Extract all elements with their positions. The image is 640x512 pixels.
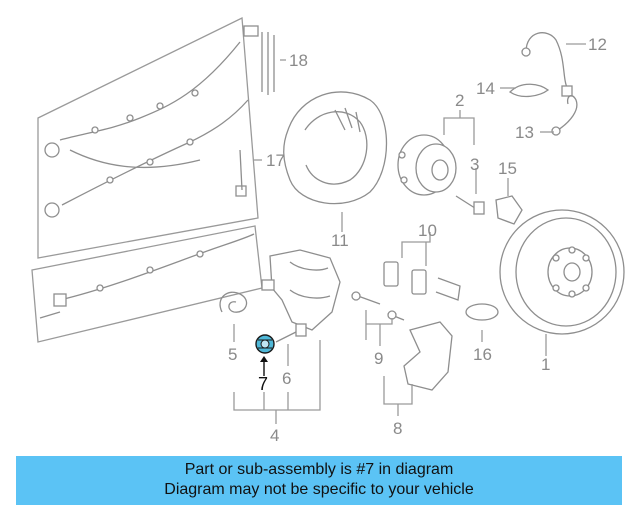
- callout-18: 18: [289, 51, 308, 70]
- callout-14: 14: [476, 79, 495, 98]
- callout-12: 12: [588, 35, 607, 54]
- callout-2: 2: [455, 91, 464, 110]
- guide-pins: [351, 291, 405, 321]
- abs-sensor-cable: [521, 32, 573, 97]
- callout-4: 4: [270, 426, 279, 445]
- callout-16: 16: [473, 345, 492, 364]
- leader-lines: [233, 43, 586, 424]
- dust-shield: [283, 91, 388, 205]
- banner-line-disclaimer: Diagram may not be specific to your vehi…: [164, 481, 474, 498]
- bracket-14: [508, 83, 550, 98]
- callout-9: 9: [374, 349, 383, 368]
- info-banner: Part or sub-assembly is #7 in diagram Di…: [16, 456, 622, 505]
- callout-11: 11: [331, 231, 349, 250]
- hub-bolt: [455, 195, 485, 215]
- bracket-15: [495, 195, 523, 225]
- caliper-carrier: [403, 321, 453, 391]
- grommet: [465, 303, 499, 321]
- harness-panel-upper: [37, 16, 275, 259]
- callout-8: 8: [393, 419, 402, 438]
- banner-line-part: Part or sub-assembly is #7 in diagram: [184, 461, 454, 478]
- brake-pads: [383, 261, 461, 301]
- callout-15: 15: [498, 159, 517, 178]
- spring-clip: [219, 291, 248, 313]
- callout-3: 3: [470, 155, 479, 174]
- callout-17: 17: [266, 151, 285, 170]
- brake-hose: [551, 95, 578, 136]
- callout-7: 7: [258, 374, 268, 394]
- guide-bolt: [275, 323, 307, 343]
- callout-labels: 18 17 11 2 3 12 14 13 15 10 16 1 5 7 6 4…: [228, 35, 607, 445]
- callout-10: 10: [418, 221, 437, 240]
- parts-diagram: 18 17 11 2 3 12 14 13 15 10 16 1 5 7 6 4…: [31, 16, 625, 445]
- callout-13: 13: [515, 123, 534, 142]
- brake-rotor: [499, 209, 625, 335]
- harness-panel-lower: [31, 225, 263, 343]
- highlighted-part-7: [255, 334, 275, 376]
- hub-bearing: [397, 134, 457, 196]
- callout-6: 6: [282, 369, 291, 388]
- callout-5: 5: [228, 345, 237, 364]
- brake-caliper: [261, 249, 341, 331]
- callout-1: 1: [541, 355, 550, 374]
